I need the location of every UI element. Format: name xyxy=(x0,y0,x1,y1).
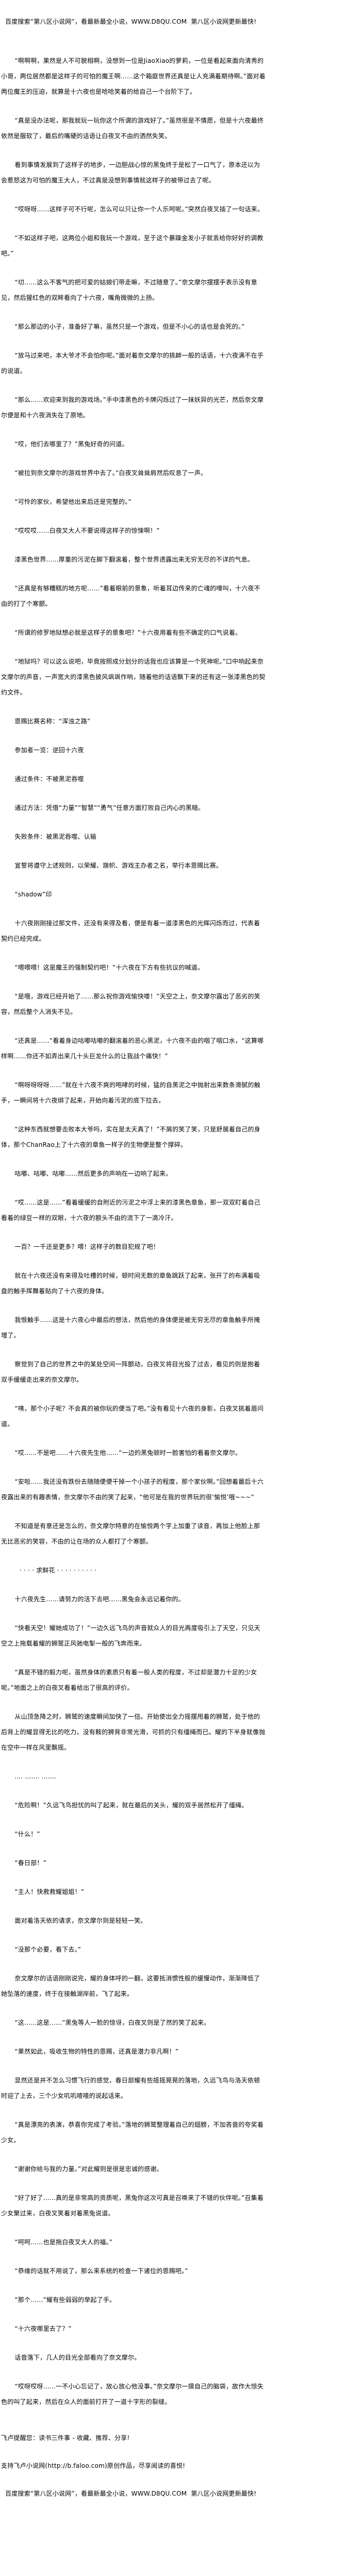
story-paragraph: “真是不错的毅力呢，虽然身体的素质只有着一般人类的程度，不过却是潜力十足的少女呢… xyxy=(1,1669,257,1691)
site-banner-bottom: 百度搜索“第八区小说网”，看最新最全小说，WWW.D8QU.COM 第八区小说网… xyxy=(5,2490,257,2497)
story-paragraph: · · · · 求鲜花 · · · · · · · · · · xyxy=(20,1567,97,1574)
story-paragraph: “还真是……”看着身边咕嘟咕嘟的翻滚着的恶心黑泥，十六夜不由的咽了咽口水，“这算… xyxy=(1,1037,264,1060)
support-notice: 支持飞卢小说网(http://b.faloo.com)原创作品，尽享阅读的喜悦! xyxy=(1,2462,186,2469)
story-paragraph: 宣誓将遵守上述规则，以荣耀、旗帜、游戏主办者之名，举行本恩赐比赛。 xyxy=(14,862,222,869)
story-paragraph: 面对着洛天依的请求，奈文摩尔则是轻轻一笑。 xyxy=(14,1917,147,1924)
page-footer: 飞卢提醒您：读书三件事 - 收藏、推荐、分享! 支持飞卢小说网(http://b… xyxy=(1,2423,266,2498)
story-paragraph: “这……这是……”黑兔等人一脸的惊讶，白夜叉则是了然的笑了起来。 xyxy=(14,2019,210,2026)
story-paragraph: 参加者一览：逆回十六夜 xyxy=(14,747,84,754)
story-paragraph: “可怜的家伙，希望他出来后还是完整的。” xyxy=(14,498,132,505)
story-paragraph: 一百？一千还是更多？喂！这样子的数目犯规了吧！ xyxy=(14,1243,159,1250)
story-paragraph: “啊啊啊，果然是人不可貌相啊，没想到一位是JiaoXiao的萝莉，一位是看起来面… xyxy=(1,57,266,95)
story-paragraph: “哎，他们去哪里了？”黑兔好奇的问道。 xyxy=(14,440,128,448)
story-paragraph: “哎呀哎呀……一不小心忘记了，放心放心他没事。”奈文摩尔一摸自己的脑袋，故作大惊… xyxy=(1,2383,264,2405)
story-paragraph: “还真是有够糟糕的地方呢……”看着眼前的景象，听着耳边传来的亡魂的嚎叫，十六夜不… xyxy=(1,585,260,607)
story-paragraph: “真是漂亮的表演，恭喜你完成了考验。”落地的狮鹫整理着自己的翅膀，不加吝啬的夸奖… xyxy=(1,2121,264,2144)
story-paragraph: “恭维的话就不用说了，那么来系统的检查一下诸位的恩赐吧。” xyxy=(14,2267,188,2275)
story-paragraph: 十六夜先生……请努力的活下去吧……黑兔会永远记着你的。 xyxy=(14,1596,185,1603)
chapter-page: 百度搜索“第八区小说网”，看最新最全小说，WWW.D8QU.COM 第八区小说网… xyxy=(1,18,266,2498)
story-paragraph: 咕嘟、咕嘟、咕嘟……然后更多的声响在一边响了起来。 xyxy=(14,1170,172,1177)
story-paragraph: “地狱吗？可以这么说吧，毕竟按照成分划分的话我也应该算是一个死神呢。”口中响起来… xyxy=(1,658,266,696)
story-paragraph: “不如这样子吧，这两位小姐和我玩一个游戏，至于这个暴躁金发小子就丢给你好好的调教… xyxy=(1,234,264,257)
story-paragraph: “喂喂喂！这是魔王的强制契约吧！”十六夜在下方有些抗议的喊道。 xyxy=(14,964,204,971)
story-paragraph: 失败条件：被黑泥吞噬、认输 xyxy=(14,833,96,840)
story-paragraph: 显然还是并不怎么习惯飞行的感觉，春日部耀有些摇摇晃晃的落地，久远飞鸟与洛天依顿时… xyxy=(1,2077,260,2099)
story-paragraph: 十六夜刚刚接过那文件，还没有来得及看，便是有着一道漆黑色的光辉闪烁而过，代表着契… xyxy=(1,920,260,942)
story-paragraph: “安啦……我还没有跌份去随随便便干掉一个小孩子的程度，那个家伙啊。”回想着最后十… xyxy=(1,1478,264,1501)
chapter-content: “啊啊啊，果然是人不可貌相啊，没想到一位是JiaoXiao的萝莉，一位是看起来面… xyxy=(1,42,266,2410)
story-paragraph: “哎……不是吧……十六夜先生他……”一边的黑兔顿时一脸害怕的看着奈文摩尔。 xyxy=(14,1449,242,1456)
story-paragraph: “放马过来吧，本大爷才不会怕你呢。”面对着奈文摩尔的挑衅一般的话语，十六夜满不在… xyxy=(1,352,264,375)
story-paragraph: “那么那边的小子，准备好了嘛，虽然只是一个游戏，但是不小心的话也是会死的。” xyxy=(14,323,245,330)
story-paragraph: 不知道是有意还是怎么的，奈文摩尔特意的在愉悦两个字上加重了读音，再加上他脸上那无… xyxy=(1,1522,260,1545)
story-paragraph: “什么！” xyxy=(14,1831,40,1838)
story-paragraph: “那么……欢迎来到我的游戏场。”手中漆黑色的卡牌闪烁过了一抹妖异的光芒，然后奈文… xyxy=(1,396,264,419)
story-paragraph: “被拉到奈文摩尔的游戏世界中去了。”白夜叉耸耸肩然后叹息了一声。 xyxy=(14,469,207,477)
story-paragraph: “十六夜哪里去了？” xyxy=(14,2325,72,2332)
reading-reminder: 飞卢提醒您：读书三件事 - 收藏、推荐、分享! xyxy=(1,2434,130,2442)
story-paragraph: “shadow”印 xyxy=(14,891,52,898)
story-paragraph: “哎哎哎……白夜叉大人不要说得这样子的惊悚啊！” xyxy=(14,527,160,534)
story-paragraph: “谢谢你给与我的力量。”对此耀则是很是忠诚的感谢。 xyxy=(14,2165,163,2173)
story-paragraph: 察觉到了自己的世界之中的某处空间一阵颤动，白夜叉将目光投了过去，看见的则是抱着双… xyxy=(1,1361,260,1383)
story-paragraph: “春日部！” xyxy=(14,1859,47,1867)
story-paragraph: “好了好了……真的是非常高的资质呢，黑兔你这次可真是召唤来了不错的伙伴呢。”召集… xyxy=(1,2194,264,2217)
story-paragraph: “咦，那个小子呢？不会真的被你玩的便当了吧。”没有看见十六夜的身影，白夜叉挑着眉… xyxy=(1,1405,264,1428)
story-paragraph: “快看天空！耀她成功了！”一边久远飞鸟的声音就众人的目光再度吸引上了天空，只见天… xyxy=(1,1624,260,1647)
story-paragraph: “切……这么不客气的把可爱的姑娘们带走嘛，不过随意了。”奈文摩尔摆摆手表示没有意… xyxy=(1,279,257,301)
story-paragraph: “真是没办法呢，那我就玩一玩你这个所谓的游戏好了。”虽然很是不情愿，但是十六夜最… xyxy=(1,117,264,140)
story-paragraph: “这种东西就想要击败本大爷吗，实在是太天真了！”不屑的笑了笑，只是舒展着自己的身… xyxy=(1,1126,260,1148)
story-paragraph: “主人！快救救耀姐姐！” xyxy=(14,1888,85,1895)
story-paragraph: .... ....... ....... xyxy=(14,1773,56,1780)
story-paragraph: “果然如此，吸收生物的特性的恩赐，还真是潜力非凡啊！” xyxy=(14,2048,179,2055)
story-paragraph: 我恨触手……这是十六夜心中最后的想法，然后他的身体便是被无穷无尽的章鱼触手所掩埋… xyxy=(1,1316,260,1339)
story-paragraph: “所谓的修罗地狱想必就是这样子的景象吧？”十六夜用着有些不确定的口气说着。 xyxy=(14,629,242,636)
story-paragraph: 从山顶急降之时，狮鹫的速度瞬间加快了一倍。开始使出全力摇摆甩着的狮鹫，处于他的后… xyxy=(1,1713,266,1751)
story-paragraph: “危险啊！”久远飞鸟担忧的叫了起来，就在最后的关头，耀的双手居然松开了缰绳。 xyxy=(14,1802,248,1809)
story-paragraph: 话音落下，几人的目光全部看向了奈文摩尔。 xyxy=(14,2354,141,2361)
story-paragraph: 奈文摩尔的话语刚刚说完，耀的身体呼的一翻，这要抵消惯性般的缓慢动作，渐渐降低了她… xyxy=(1,1975,260,1997)
story-paragraph: “哎……这是……”看着缓缓的自附近的污泥之中浮上来的漆黑色章鱼，那一双双盯着自己… xyxy=(1,1199,260,1222)
story-paragraph: 恩赐比赛名称：“浑浊之路” xyxy=(14,718,91,725)
story-paragraph: 看到事情发展到了这样子的地步，一边胆战心惊的黑兔终于是松了一口气了，原本还以为会… xyxy=(1,161,260,184)
story-paragraph: 漆黑色世界……厚重的污泥在脚下翻滚着，整个世界透露出来无穷无尽的不详的气息。 xyxy=(14,556,254,563)
story-paragraph: 就在十六夜还没有来得及吐槽的时候，顿时间无数的章鱼跳跃了起来，张开了的布满着吸盘… xyxy=(1,1272,260,1295)
story-paragraph: 通过条件：不被黑泥吞噬 xyxy=(14,775,84,783)
story-paragraph: “哎呀呀……这样子可不行呢，怎么可以只让你一个人乐呵呢。”突然白夜叉插了一句话来… xyxy=(14,206,264,213)
story-paragraph: “那个……”耀有些弱弱的举起了手。 xyxy=(14,2296,116,2303)
story-paragraph: 通过方法：凭借“力量”“智慧”“勇气”任意方面打败自己内心的黑暗。 xyxy=(14,804,205,811)
story-paragraph: “是哦，游戏已经开始了……那么祝你游戏愉快喽！”天空之上，奈文摩尔露出了恶劣的笑… xyxy=(1,993,260,1015)
story-paragraph: “呵呵……也是拖白夜叉大人的福。” xyxy=(14,2239,113,2246)
story-paragraph: “啊呀呀呀呀……”就在十六夜不爽的咆哮的时候，猛的自黑泥之中抛射出来数条滑腻的触… xyxy=(1,1081,260,1104)
site-banner-top: 百度搜索“第八区小说网”，看最新最全小说，WWW.D8QU.COM 第八区小说网… xyxy=(5,18,257,25)
story-paragraph: “没那个必要，看下去。” xyxy=(14,1946,81,1953)
